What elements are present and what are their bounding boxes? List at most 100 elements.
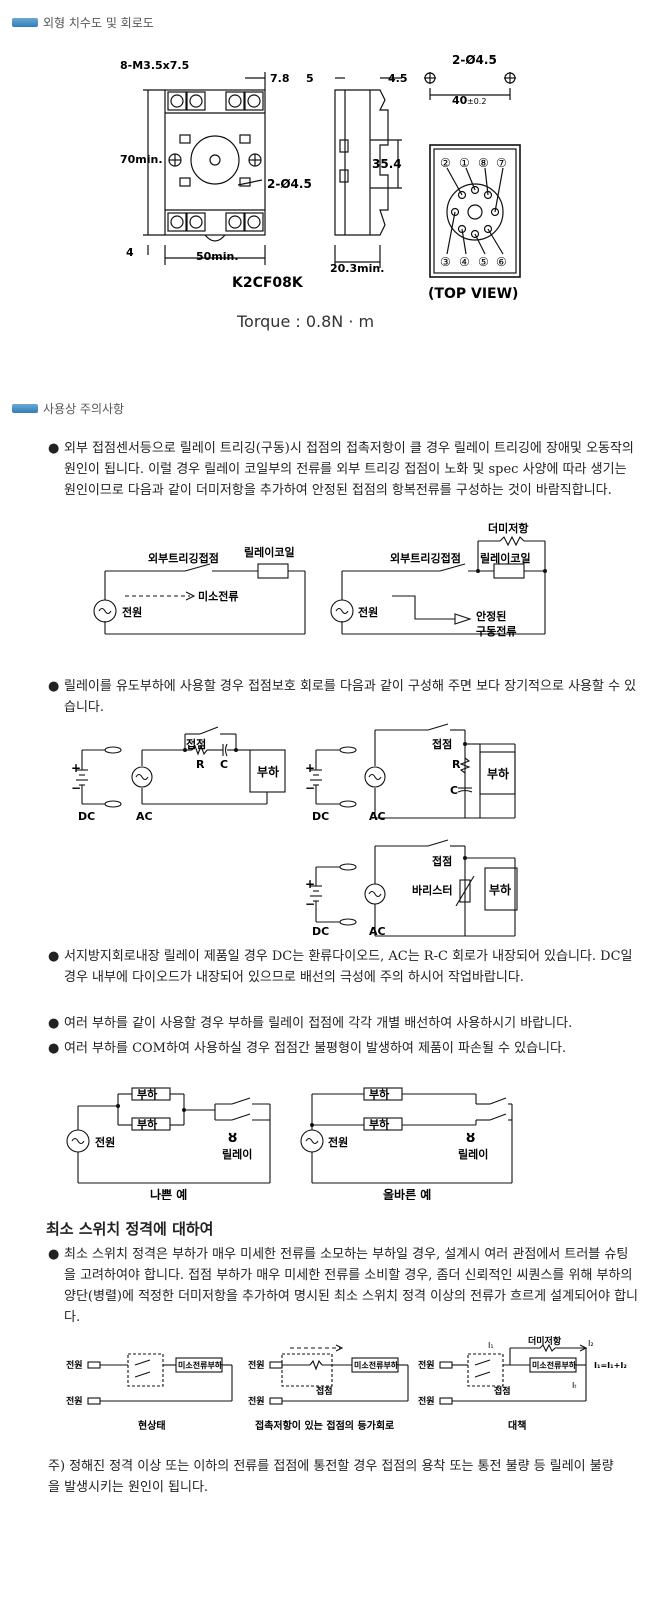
contact-label: 접점 — [186, 737, 206, 751]
r-label-2: R — [452, 758, 461, 771]
top-40-tol: ±0.2 — [467, 97, 486, 106]
power-label-1: 전원 — [66, 1359, 83, 1371]
contact-label-3: 접점 — [432, 854, 452, 868]
relay-coil-label-2: 릴레이코일 — [480, 551, 531, 565]
dummy-resistor-label: 더미저항 — [488, 521, 528, 535]
top-holes: 2-Ø4.5 — [452, 53, 497, 67]
caption-current: 현상태 — [138, 1419, 166, 1432]
bullet-icon: ● — [48, 1016, 60, 1031]
bullet-icon: ● — [48, 679, 60, 694]
drive-current-label: 구동전류 — [476, 624, 516, 638]
paragraph-4: ● 여러 부하를 같이 사용할 경우 부하를 릴레이 접점에 각각 개별 배선하여… — [48, 1013, 640, 1034]
paragraph-text: 외부 접점센서등으로 릴레이 트리깅(구동)시 접점의 접촉저항이 클 경우 릴… — [64, 441, 634, 498]
minus-label: − — [71, 781, 81, 795]
paragraph-6: ● 최소 스위치 정격은 부하가 매우 미세한 전류를 소모하는 부하일 경우, … — [48, 1244, 640, 1328]
stable-label: 안정된 — [476, 609, 506, 623]
load-label-3: 부하 — [369, 1087, 390, 1101]
varistor-label: 바리스터 — [412, 883, 452, 897]
power-label-2: 전원 — [328, 1135, 348, 1149]
section-bar-icon — [12, 17, 38, 27]
ext-contact-label: 외부트리깅접점 — [148, 551, 219, 565]
paragraph-text: 여러 부하를 같이 사용할 경우 부하를 릴레이 접점에 각각 개별 배선하여 … — [64, 1016, 573, 1031]
bullet-icon: ● — [48, 1247, 60, 1262]
contact-label-2: 접점 — [432, 737, 452, 751]
micro-load-label-3: 미소전류부하 — [532, 1360, 577, 1370]
pin-7: ⑦ — [496, 156, 507, 170]
ac-label: AC — [136, 810, 153, 823]
coil-icon-2: ȣ — [466, 1130, 475, 1146]
section-bar-icon — [12, 403, 38, 413]
power-label-1b: 전원 — [66, 1395, 83, 1407]
circuit-dummy-resistor: 외부트리깅접점 릴레이코일 미소전류 전원 더미저항 외부트리깅접점 릴레이코일… — [93, 521, 547, 638]
dim-4: 4 — [126, 246, 134, 259]
c-label: C — [220, 758, 228, 771]
pin-2: ② — [440, 156, 451, 170]
dim-20-3: 20.3min. — [330, 262, 384, 275]
dc-label-3: DC — [312, 925, 329, 938]
note-paragraph: 주) 정해진 정격 이상 또는 이하의 전류를 접점에 통전할 경우 접점의 용… — [48, 1456, 620, 1498]
circuit-contact-protection: 접점 R C 부하 + − DC AC 접점 R C 부하 + − DC AC … — [71, 723, 518, 938]
pin-4: ④ — [459, 255, 470, 269]
dim-7-8: 7.8 — [270, 72, 290, 85]
i2-label: I₂ — [588, 1339, 594, 1348]
contact-label-3: 접점 — [494, 1385, 511, 1397]
section-header-caution: 사용상 주의사항 — [12, 398, 124, 418]
plus-label-2: + — [305, 761, 315, 775]
model-label: K2CF08K — [232, 275, 304, 291]
dummy-label: 더미저항 — [528, 1336, 562, 1347]
power-label-2b: 전원 — [248, 1395, 265, 1407]
note-text: 주) 정해진 정격 이상 또는 이하의 전류를 접점에 통전할 경우 접점의 용… — [48, 1459, 614, 1495]
paragraph-1: ● 외부 접점센서등으로 릴레이 트리깅(구동)시 접점의 접촉저항이 클 경우 … — [48, 438, 640, 501]
caption-equivalent: 접촉저항이 있는 접점의 등가회로 — [255, 1419, 394, 1432]
bullet-icon: ● — [48, 1041, 60, 1056]
pin-1: ① — [459, 156, 470, 170]
paragraph-text: 여러 부하를 COM하여 사용하실 경우 접점간 불평형이 발생하여 제품이 파… — [64, 1041, 567, 1056]
top-40: 40 — [452, 94, 468, 107]
dimension-drawing: 8-M3.5x7.5 7.8 70min. 2-Ø4.5 4 50min. 5 … — [120, 53, 521, 331]
c-label-2: C — [450, 784, 458, 797]
ac-label-2: AC — [369, 810, 386, 823]
it-label: Iₜ — [572, 1381, 577, 1390]
power-label-3b: 전원 — [418, 1395, 435, 1407]
micro-current-label: 미소전류 — [198, 589, 238, 603]
power-label: 전원 — [122, 605, 142, 619]
minus-label-3: − — [305, 897, 315, 911]
micro-load-label: 미소전류부하 — [178, 1360, 223, 1370]
power-label-2: 전원 — [358, 605, 378, 619]
section-header-dimensions: 외형 치수도 및 회로도 — [12, 12, 154, 32]
r-label: R — [196, 758, 205, 771]
ac-label-3: AC — [369, 925, 386, 938]
plus-label-3: + — [305, 877, 315, 891]
good-example-label: 올바른 예 — [383, 1187, 431, 1200]
socket-body — [164, 89, 266, 236]
contact-label-2: 접점 — [316, 1385, 333, 1397]
current-eq-label: I₁=I₁+I₂ — [594, 1361, 627, 1370]
paragraph-2: ● 릴레이를 유도부하에 사용할 경우 접점보호 회로를 다음과 같이 구성해 주… — [48, 676, 640, 718]
coil-icon: ȣ — [228, 1130, 237, 1146]
pin-8: ⑧ — [478, 156, 489, 170]
relay-label-2: 릴레이 — [458, 1147, 488, 1161]
dim-4-5: 4.5 — [388, 72, 408, 85]
power-label: 전원 — [95, 1135, 115, 1149]
paragraph-3: ●서지방지회로내장 릴레이 제품일 경우 DC는 환류다이오드, AC는 R-C… — [48, 946, 640, 988]
circuit-multiple-loads: 부하 부하 전원 ȣ 릴레이 나쁜 예 부하 부하 전원 ȣ 릴레이 올바른 예 — [66, 1087, 513, 1200]
section-title: 외형 치수도 및 회로도 — [43, 15, 154, 30]
load-label-4: 부하 — [369, 1117, 390, 1131]
load-label-1: 부하 — [137, 1087, 158, 1101]
hole-label: 2-Ø4.5 — [267, 177, 312, 191]
paragraph-text: 릴레이를 유도부하에 사용할 경우 접점보호 회로를 다음과 같이 구성해 주면… — [64, 679, 637, 715]
paragraph-text: 서지방지회로내장 릴레이 제품일 경우 DC는 환류다이오드, AC는 R-C … — [64, 949, 633, 985]
paragraph-text: 최소 스위치 정격은 부하가 매우 미세한 전류를 소모하는 부하일 경우, 설… — [64, 1247, 639, 1325]
pin-6: ⑥ — [496, 255, 507, 269]
pin-3: ③ — [440, 255, 451, 269]
load-label-3: 부하 — [489, 882, 511, 897]
bullet-icon: ● — [48, 441, 60, 456]
dc-label-2: DC — [312, 810, 329, 823]
dim-35-4: 35.4 — [372, 157, 402, 171]
ext-contact-label-2: 외부트리깅접점 — [390, 551, 461, 565]
power-label-3: 전원 — [418, 1359, 435, 1371]
micro-load-label-2: 미소전류부하 — [354, 1360, 399, 1370]
dim-50min: 50min. — [196, 250, 239, 263]
paragraph-5: ● 여러 부하를 COM하여 사용하실 경우 접점간 불평형이 발생하여 제품이 … — [48, 1038, 640, 1059]
section-title: 사용상 주의사항 — [43, 401, 125, 416]
